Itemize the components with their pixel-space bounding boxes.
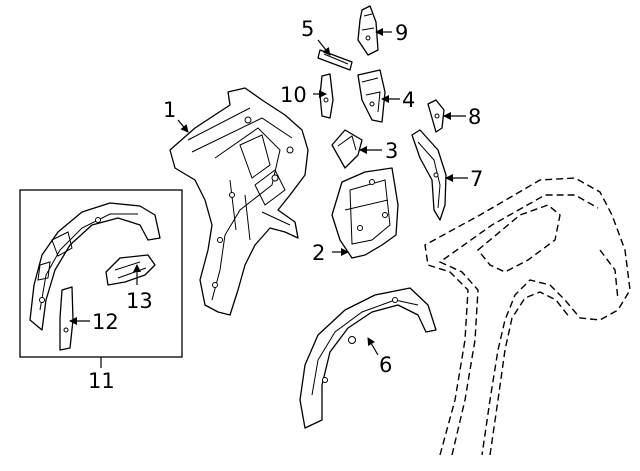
part-9-upper-bracket	[357, 5, 379, 56]
callout-10: 10	[280, 83, 307, 107]
part-10-small-plate	[319, 73, 334, 119]
callout-12: 12	[92, 310, 119, 334]
callout-11: 11	[88, 369, 115, 393]
part-6-wheel-arch	[299, 287, 437, 429]
callout-8: 8	[468, 105, 481, 129]
part-1-quarter-inner-panel	[169, 87, 309, 316]
callout-9: 9	[395, 21, 408, 45]
part-13-bracket	[105, 254, 156, 286]
callout-5: 5	[301, 17, 314, 41]
inset-box	[19, 189, 183, 358]
part-8-bracket	[427, 99, 445, 133]
part-7-brace	[411, 129, 447, 221]
part-2-panel-plate	[331, 167, 399, 259]
part-5-strip	[317, 49, 353, 71]
callout-2: 2	[312, 241, 325, 265]
part-3-bracket	[331, 129, 363, 169]
quarter-panel-outline	[424, 177, 631, 456]
callout-7: 7	[470, 167, 483, 191]
callout-3: 3	[385, 139, 398, 163]
callout-13: 13	[126, 289, 153, 313]
callout-4: 4	[402, 88, 415, 112]
callout-1: 1	[163, 98, 176, 122]
leader-lines	[69, 28, 468, 368]
callout-6: 6	[379, 353, 392, 377]
part-4-reinforcement	[357, 69, 386, 123]
part-12-strip	[59, 286, 74, 351]
